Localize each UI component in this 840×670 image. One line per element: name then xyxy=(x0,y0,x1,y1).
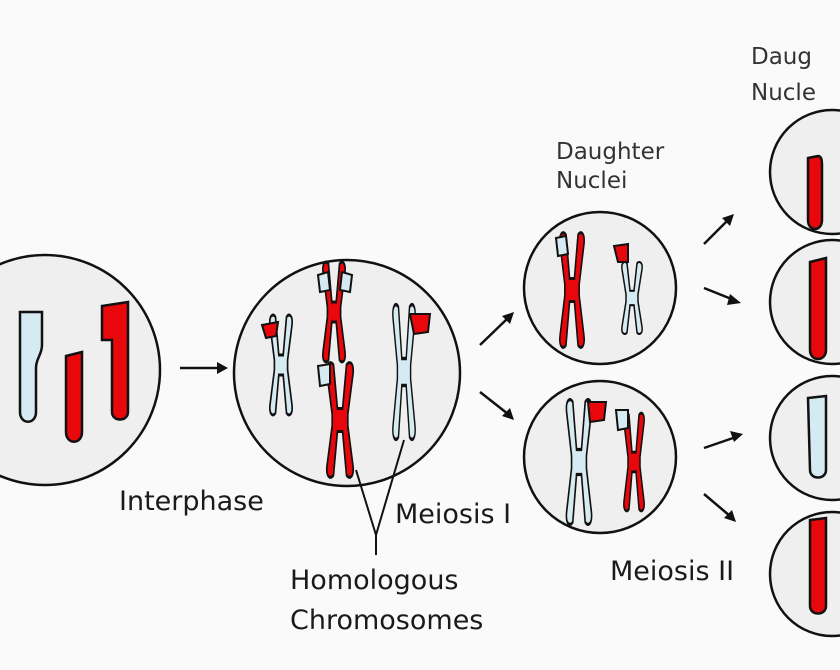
meiosis-2-cell-2 xyxy=(768,238,840,366)
meiosis-2-cell-3 xyxy=(768,374,840,502)
arrow-meiosis-2-2 xyxy=(703,286,741,305)
daughter-nucleus-bottom xyxy=(522,379,678,535)
meiosis-1-chromosome-blue-small xyxy=(260,313,294,417)
meiosis-1-chromosome-red-bottom xyxy=(316,361,355,479)
label-chromosomes: Chromosomes xyxy=(290,605,484,636)
interphase-chromosome-blue xyxy=(18,310,44,423)
label-meiosis-1: Meiosis I xyxy=(395,499,512,530)
daughter-top-chromosome-red xyxy=(554,231,586,349)
daughter-bottom-chromosome-red xyxy=(614,409,646,513)
homologous-pointer-lines xyxy=(355,439,405,555)
interphase-cell xyxy=(0,253,162,487)
interphase-chromosome-red-2 xyxy=(100,300,130,421)
label-daughter-nuclei-1-line2: Nuclei xyxy=(556,168,628,194)
label-daughter-nuclei-2-line1: Daug xyxy=(751,44,812,70)
arrow-to-daughter-top xyxy=(479,312,514,346)
arrow-meiosis-2-4 xyxy=(703,493,736,522)
arrow-meiosis-2-1 xyxy=(703,214,734,245)
label-homologous: Homologous xyxy=(290,565,459,596)
label-interphase: Interphase xyxy=(119,486,264,517)
arrow-to-daughter-bottom xyxy=(479,391,514,420)
label-daughter-nuclei-2-line2: Nucle xyxy=(751,80,816,106)
meiosis-1-chromosome-red-top xyxy=(316,260,354,364)
meiosis-1-chromosome-blue-large xyxy=(391,302,432,442)
label-daughter-nuclei-1-line1: Daughter xyxy=(556,139,665,165)
meiosis-2-cell-1 xyxy=(768,108,840,236)
interphase-chromosome-red-1 xyxy=(64,350,84,443)
daughter-top-chromosome-blue xyxy=(612,242,644,336)
arrow-to-meiosis-1 xyxy=(180,362,228,374)
daughter-nucleus-top xyxy=(522,210,678,366)
meiosis-2-cell-4 xyxy=(768,510,840,638)
meiosis-1-cell xyxy=(232,258,462,488)
daughter-bottom-chromosome-blue xyxy=(564,397,608,527)
arrow-meiosis-2-3 xyxy=(703,431,743,450)
label-meiosis-2: Meiosis II xyxy=(610,556,735,587)
daughter-nucleus-top-membrane xyxy=(522,210,678,366)
